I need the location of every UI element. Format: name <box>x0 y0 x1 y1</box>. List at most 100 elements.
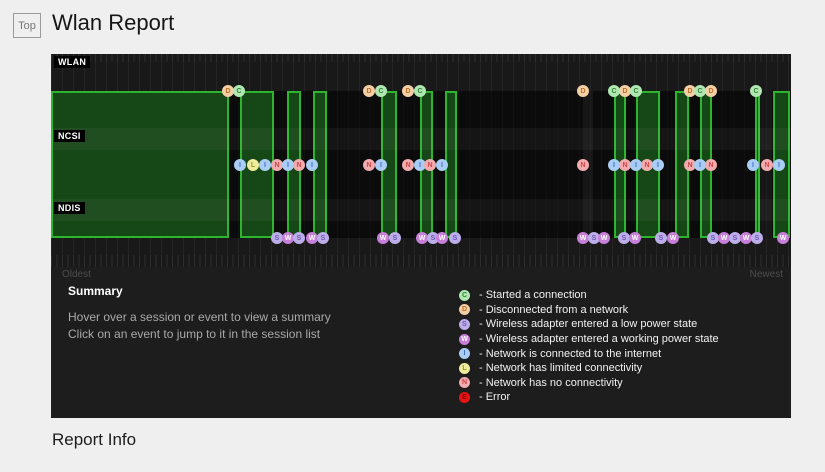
event-marker-N[interactable]: N <box>761 159 773 171</box>
timeline-bottom-ticks <box>51 255 791 267</box>
event-marker-W[interactable]: W <box>577 232 589 244</box>
event-marker-C[interactable]: C <box>608 85 620 97</box>
event-marker-S[interactable]: S <box>618 232 630 244</box>
legend-icon-D: D <box>459 304 470 316</box>
legend-label: - Disconnected from a network <box>479 303 629 316</box>
event-marker-W[interactable]: W <box>667 232 679 244</box>
summary-hint-line-2: Click on an event to jump to it in the s… <box>68 327 321 341</box>
event-marker-C[interactable]: C <box>233 85 245 97</box>
event-marker-I[interactable]: I <box>694 159 706 171</box>
legend-icon-C: C <box>459 289 470 301</box>
legend-icon-L: L <box>459 362 470 374</box>
event-marker-S[interactable]: S <box>449 232 461 244</box>
event-marker-N[interactable]: N <box>271 159 283 171</box>
event-marker-D[interactable]: D <box>222 85 234 97</box>
event-marker-W[interactable]: W <box>629 232 641 244</box>
legend-label: - Wireless adapter entered a working pow… <box>479 333 719 346</box>
event-marker-W[interactable]: W <box>436 232 448 244</box>
event-marker-S[interactable]: S <box>751 232 763 244</box>
event-marker-I[interactable]: I <box>282 159 294 171</box>
event-marker-D[interactable]: D <box>619 85 631 97</box>
event-marker-N[interactable]: N <box>424 159 436 171</box>
legend-label: - Network is connected to the internet <box>479 347 662 360</box>
event-marker-I[interactable]: I <box>234 159 246 171</box>
event-marker-N[interactable]: N <box>619 159 631 171</box>
event-marker-I[interactable]: I <box>259 159 271 171</box>
report-info-heading: Report Info <box>52 430 137 449</box>
timeline-top-ticks <box>51 54 791 62</box>
event-marker-I[interactable]: I <box>652 159 664 171</box>
event-marker-N[interactable]: N <box>705 159 717 171</box>
event-marker-N[interactable]: N <box>293 159 305 171</box>
legend-icon-S: S <box>459 318 470 330</box>
legend-label: - Network has limited connectivity <box>479 362 643 375</box>
legend-icon-I: I <box>459 348 470 360</box>
event-marker-W[interactable]: W <box>306 232 318 244</box>
summary-hint-line-1: Hover over a session or event to view a … <box>68 310 331 324</box>
event-marker-D[interactable]: D <box>363 85 375 97</box>
event-marker-L[interactable]: L <box>247 159 259 171</box>
event-marker-C[interactable]: C <box>750 85 762 97</box>
event-marker-N[interactable]: N <box>363 159 375 171</box>
legend-row: N - Network has no connectivity <box>459 376 789 391</box>
row-label-ndis: NDIS <box>54 202 85 214</box>
legend-label: - Network has no connectivity <box>479 376 623 389</box>
legend-row: W- Wireless adapter entered a working po… <box>459 332 789 347</box>
event-marker-C[interactable]: C <box>630 85 642 97</box>
event-marker-D[interactable]: D <box>705 85 717 97</box>
event-marker-N[interactable]: N <box>641 159 653 171</box>
row-label-ncsi: NCSI <box>54 130 85 142</box>
event-marker-W[interactable]: W <box>416 232 428 244</box>
axis-label-newest: Newest <box>749 269 783 280</box>
event-marker-N[interactable]: N <box>577 159 589 171</box>
event-marker-C[interactable]: C <box>694 85 706 97</box>
event-marker-I[interactable]: I <box>306 159 318 171</box>
event-marker-C[interactable]: C <box>375 85 387 97</box>
legend-row: I - Network is connected to the internet <box>459 346 789 361</box>
legend-row: C - Started a connection <box>459 288 789 303</box>
legend-row: S - Wireless adapter entered a low power … <box>459 317 789 332</box>
event-marker-S[interactable]: S <box>271 232 283 244</box>
event-marker-S[interactable]: S <box>317 232 329 244</box>
event-marker-I[interactable]: I <box>630 159 642 171</box>
event-marker-W[interactable]: W <box>377 232 389 244</box>
event-marker-W[interactable]: W <box>282 232 294 244</box>
event-marker-I[interactable]: I <box>773 159 785 171</box>
event-marker-D[interactable]: D <box>684 85 696 97</box>
axis-label-oldest: Oldest <box>62 269 91 280</box>
legend-icon-N: N <box>459 377 470 389</box>
event-marker-D[interactable]: D <box>402 85 414 97</box>
ncsi-row-band <box>51 128 791 150</box>
event-marker-I[interactable]: I <box>608 159 620 171</box>
event-marker-W[interactable]: W <box>777 232 789 244</box>
event-marker-N[interactable]: N <box>684 159 696 171</box>
event-marker-S[interactable]: S <box>293 232 305 244</box>
event-marker-I[interactable]: I <box>436 159 448 171</box>
page-title: Wlan Report <box>52 10 175 35</box>
event-marker-S[interactable]: S <box>389 232 401 244</box>
event-marker-W[interactable]: W <box>598 232 610 244</box>
event-marker-S[interactable]: S <box>707 232 719 244</box>
legend-label: - Started a connection <box>479 289 587 302</box>
legend-label: - Wireless adapter entered a low power s… <box>479 318 698 331</box>
event-marker-I[interactable]: I <box>747 159 759 171</box>
event-marker-D[interactable]: D <box>577 85 589 97</box>
event-marker-S[interactable]: S <box>729 232 741 244</box>
event-marker-I[interactable]: I <box>375 159 387 171</box>
event-marker-C[interactable]: C <box>414 85 426 97</box>
event-marker-S[interactable]: S <box>655 232 667 244</box>
event-marker-W[interactable]: W <box>740 232 752 244</box>
event-marker-N[interactable]: N <box>402 159 414 171</box>
event-marker-S[interactable]: S <box>588 232 600 244</box>
event-marker-I[interactable]: I <box>414 159 426 171</box>
event-marker-W[interactable]: W <box>718 232 730 244</box>
ndis-row-band <box>51 199 791 221</box>
row-label-wlan: WLAN <box>54 56 91 68</box>
top-link-button[interactable]: Top <box>13 13 41 38</box>
legend-row: E- Error <box>459 390 789 405</box>
legend-icon-E: E <box>459 391 470 403</box>
